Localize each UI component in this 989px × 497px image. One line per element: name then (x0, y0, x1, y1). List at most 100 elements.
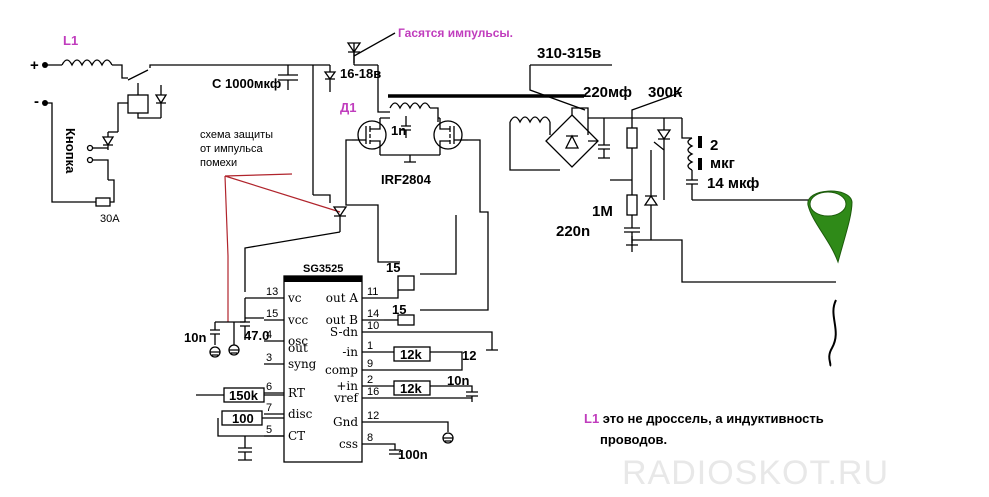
hv-coil-core-b (698, 158, 702, 170)
transformer-secondary (509, 116, 551, 124)
fuse-label: 30А (100, 213, 120, 225)
voltage-label: 310-315в (537, 45, 601, 62)
mosfet-right (433, 120, 463, 150)
wire-top-rail (149, 64, 330, 68)
ic-right-pin-name: Gnd (333, 415, 358, 429)
watermark: RADIOSKOT.RU (622, 454, 889, 492)
wire-bridge-out (571, 107, 598, 142)
bridge-diode (564, 134, 580, 149)
cap-220n (624, 215, 640, 252)
res-15-b-label: 15 (392, 302, 406, 317)
ic-right-pin-name: vref (333, 391, 360, 405)
protection-note-line1: схема защиты (200, 129, 273, 141)
wire-to-tvs (313, 194, 331, 203)
ct-cap (238, 436, 252, 461)
button-diode (101, 132, 115, 150)
ic-right-pin-number: 2 (367, 374, 373, 386)
relay-diode (154, 85, 168, 118)
res-300k-pointer (631, 91, 683, 118)
cap-10n-right-label: 10n (447, 373, 469, 388)
chip-label: SG3525 (303, 263, 343, 275)
ground-a-bars (210, 351, 220, 356)
pin-12-right-label: 12 (462, 348, 476, 363)
mosfet-left (357, 120, 387, 150)
ic-left-pin-number: 13 (266, 286, 278, 298)
res-300k-label: 300К (648, 84, 683, 101)
ic-left-pin-name: vcc (287, 313, 309, 327)
button-contact-a[interactable] (86, 144, 94, 152)
ic-left-pin-number: 6 (266, 381, 272, 393)
protection-line-vert (224, 175, 229, 322)
wire-gate-a (345, 139, 400, 263)
ic-right-pin-name: S-dn (330, 325, 358, 339)
wire-12k-a (384, 351, 463, 371)
relay-coil (127, 94, 149, 114)
ic-left-peripherals: 10n 47.0 150k 100 (184, 297, 284, 461)
l1-inductor (61, 59, 113, 67)
high-voltage-section: 310-315в 220мф 300К 1М 220n 2 (509, 45, 836, 283)
res-15-a-label: 15 (386, 260, 400, 275)
ground-b-bars (229, 349, 239, 354)
pulses-note: Гасятся импульсы. (398, 26, 513, 40)
wire-secondary (509, 122, 560, 171)
cap-10n-left (210, 321, 245, 345)
minus-terminal-label: - (34, 93, 39, 110)
ic-left-pin-number: 7 (266, 402, 272, 414)
fuse (95, 197, 111, 207)
cap-100n-label: 100n (398, 447, 428, 462)
snubber-cap-label: 1n (391, 123, 406, 138)
zener-diode (323, 65, 337, 92)
note-line1-text: это не дроссель, а индуктивность (599, 411, 824, 426)
ic-left-pin-number: 4 (266, 329, 272, 341)
tvs-diode (332, 206, 348, 232)
sg3525-chip: SG3525 (283, 263, 363, 463)
res-100 (221, 410, 263, 426)
ic-right-pin-number: 1 (367, 340, 373, 352)
ic-left-pin-number: 15 (266, 308, 278, 320)
ic-right-pin-name: comp (325, 363, 358, 377)
res-1m (626, 194, 638, 216)
l1-label: L1 (63, 33, 78, 48)
res-150k-label: 150k (229, 388, 259, 403)
ic-right-pin-name: css (339, 437, 358, 451)
wire-primary-left (377, 65, 390, 113)
mosfet-left-body (365, 118, 381, 155)
wire-to-ground-electrode (632, 239, 836, 283)
css-cap (384, 443, 401, 455)
ic-right-pin-name: -in (342, 345, 358, 359)
d1-label: Д1 (340, 100, 357, 115)
wire-primary-right (430, 107, 439, 122)
ic-out-label: out (288, 341, 308, 355)
cap-220mf-label: 220мф (583, 84, 632, 101)
ic-right-pin-number: 10 (367, 320, 379, 332)
ic-right-pin-number: 8 (367, 432, 373, 444)
res-300k (626, 127, 638, 149)
protection-section: схема защиты от импульса помехи (200, 129, 348, 322)
note-l1: L1 (584, 411, 599, 426)
transformer-section: 1n IRF2804 (345, 65, 584, 311)
note-line1: L1 это не дроссель, а индуктивность (584, 411, 824, 426)
cap-220mf (587, 118, 610, 159)
button-contact-b[interactable] (86, 156, 94, 164)
res-12k-a-label: 12k (400, 347, 422, 362)
pulses-pointer (353, 32, 396, 57)
wire-fuse (108, 179, 115, 203)
hv-diode-b (643, 194, 659, 240)
ic-right-pin-name: out A (326, 291, 359, 305)
plus-terminal-label: + (30, 57, 39, 74)
ic-right-pin-number: 16 (367, 386, 379, 398)
snubber-cap (401, 116, 411, 138)
ic-left-pin-name: syng (288, 357, 317, 371)
ic-right-pin-number: 12 (367, 410, 379, 422)
ground-electrode (828, 299, 837, 367)
protection-note-line2: от импульса (200, 143, 264, 155)
ic-left-pin-number: 3 (266, 352, 272, 364)
capacitor-1000-label: С 1000мкф (212, 76, 281, 91)
wire-l1-out (112, 64, 128, 79)
wire-300k (610, 118, 633, 195)
ic-left-pin-name: CT (288, 429, 305, 443)
mosfet-label: IRF2804 (381, 172, 432, 187)
coil-2-label: 2 (710, 137, 718, 154)
ic-right-pin-name: out B (326, 313, 359, 327)
